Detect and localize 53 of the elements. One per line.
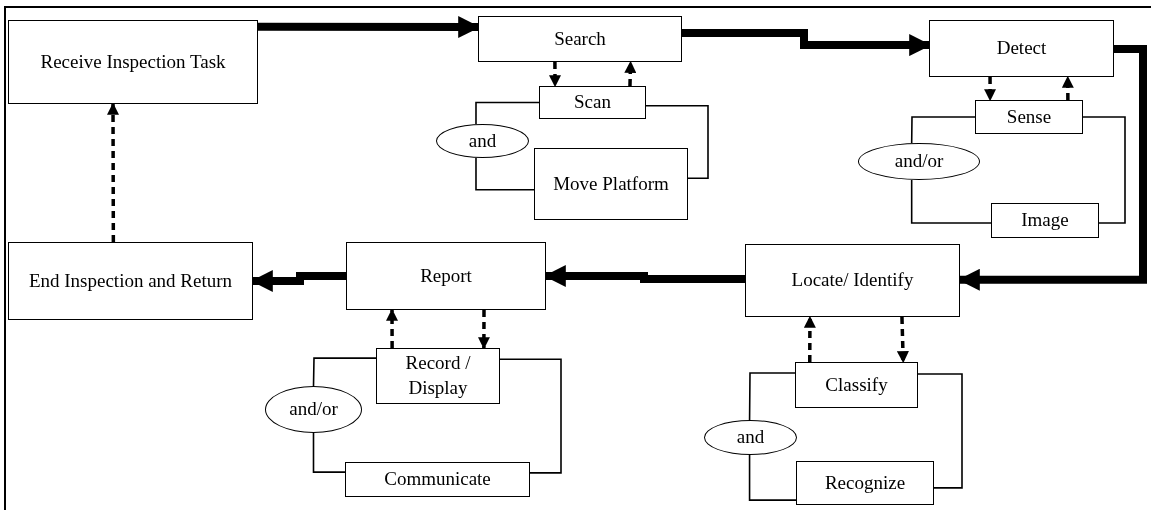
node-label: Sense	[1006, 104, 1052, 129]
process-box	[975, 100, 1083, 134]
process-box	[478, 16, 682, 62]
process-box	[795, 362, 918, 408]
connector-line	[475, 157, 535, 191]
connector-line	[910, 116, 976, 144]
process-box	[991, 203, 1099, 238]
process-box	[376, 348, 500, 404]
arrow	[477, 310, 490, 350]
process-box	[539, 86, 646, 119]
node-label: Report	[420, 263, 472, 288]
arrow	[624, 60, 637, 87]
connector-line	[917, 373, 963, 489]
arrow	[984, 77, 997, 102]
process-box	[534, 148, 688, 220]
process-box	[745, 244, 960, 317]
connector-line	[910, 179, 992, 224]
node-label: Communicate	[384, 467, 491, 492]
node-label: Receive Inspection Task	[40, 49, 226, 74]
node-label: End Inspection and Return	[28, 268, 233, 293]
node-label: and/or	[289, 397, 338, 422]
node-label: Scan	[574, 90, 611, 115]
process-box	[345, 462, 530, 497]
arrow	[549, 62, 561, 88]
node-label: Search	[554, 26, 606, 51]
node-label: Move Platform	[553, 171, 669, 196]
arrow	[1061, 75, 1074, 100]
connector-line	[475, 101, 540, 125]
connector-line	[312, 357, 377, 387]
node-label: Image	[1021, 208, 1069, 233]
connector-line	[645, 105, 709, 180]
arrow	[896, 316, 909, 364]
node-label: and	[736, 425, 765, 450]
node-label: and	[468, 128, 497, 153]
process-box	[346, 242, 546, 310]
process-box	[8, 20, 258, 104]
connector-line	[748, 454, 797, 501]
process-box	[796, 461, 934, 505]
arrow	[803, 315, 816, 362]
node-label: Classify	[825, 372, 888, 397]
arrow	[107, 102, 120, 242]
process-box	[8, 242, 253, 320]
process-box	[929, 20, 1114, 77]
connector-line	[312, 432, 346, 473]
node-label: Locate/ Identify	[791, 268, 914, 293]
connector-line	[1082, 116, 1126, 224]
node-label: Recognize	[824, 470, 906, 495]
node-label: Record / Display	[404, 351, 472, 400]
arrow	[386, 308, 399, 348]
node-label: Detect	[996, 36, 1047, 61]
connector-line	[748, 372, 796, 421]
connector-line	[499, 358, 562, 474]
node-label: and/or	[894, 149, 944, 174]
